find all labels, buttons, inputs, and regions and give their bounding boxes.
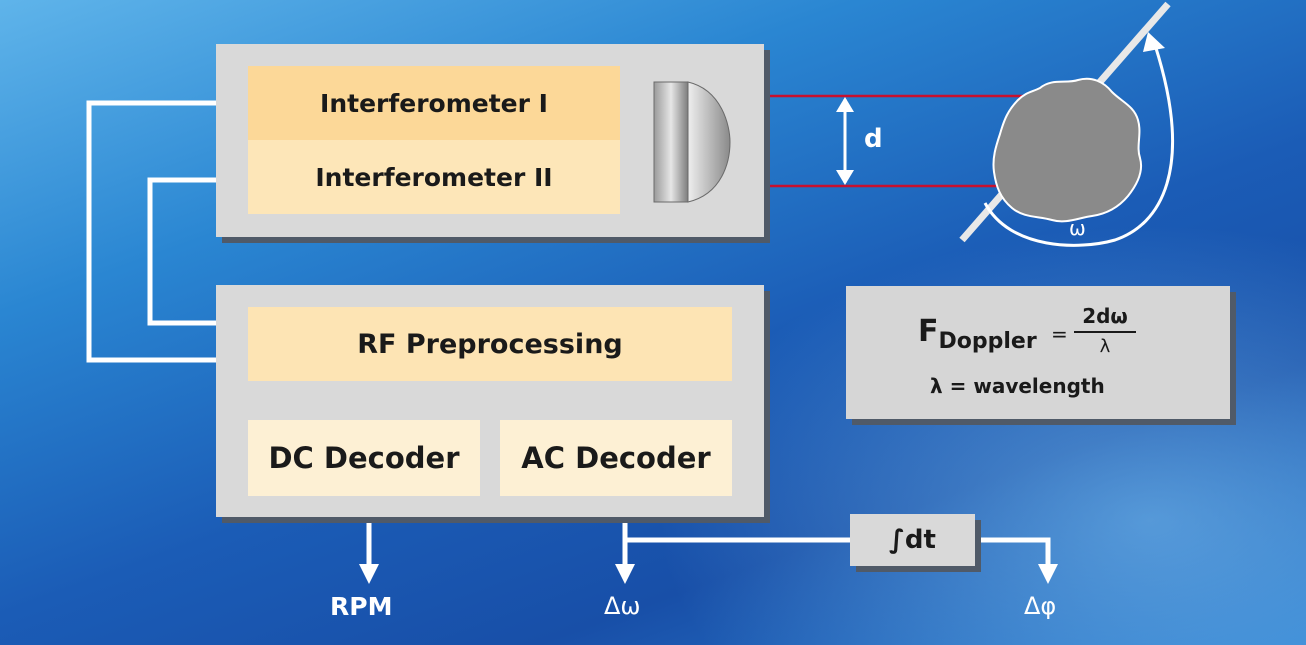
delta-omega-output-label: Δω [604, 592, 641, 620]
rpm-output-label: RPM [330, 592, 393, 621]
ac-decoder-block: AC Decoder [500, 420, 732, 496]
connector-integrator-to-delta-phi [975, 537, 1058, 584]
connector-interferometer-1-to-rf [86, 100, 248, 370]
ac-decoder-label: AC Decoder [521, 441, 711, 475]
formula-f-symbol: F [918, 314, 939, 349]
separation-label: d [864, 124, 883, 154]
rf-preprocessing-label: RF Preprocessing [357, 328, 623, 360]
rf-preprocessing-block: RF Preprocessing [248, 307, 732, 381]
interferometer-1-block: Interferometer I [248, 66, 620, 140]
formula-lhs: FDoppler [918, 314, 1037, 354]
rotating-target [992, 77, 1142, 223]
formula-numerator: 2dω [1082, 304, 1128, 328]
formula-fraction-bar [1074, 331, 1136, 333]
rotation-arc [983, 44, 1175, 247]
dc-decoder-label: DC Decoder [268, 441, 460, 475]
interferometer-1-label: Interferometer I [320, 88, 548, 118]
formula-definition: λ = wavelength [930, 374, 1105, 398]
formula-fraction: 2dω λ [1074, 304, 1136, 357]
rotation-arc-head [1143, 32, 1165, 52]
delta-phi-output-label: Δφ [1024, 592, 1057, 620]
interferometer-2-label: Interferometer II [315, 162, 553, 192]
formula-denominator: λ [1099, 336, 1111, 357]
interferometer-2-block: Interferometer II [248, 140, 620, 214]
separation-arrow-head-top [836, 97, 854, 112]
formula-equals: = [1051, 322, 1068, 346]
connector-interferometer-2-to-rf [147, 177, 248, 333]
optical-lens-icon [653, 81, 731, 203]
angular-velocity-label: ω [1069, 216, 1086, 240]
dc-decoder-block: DC Decoder [248, 420, 480, 496]
formula-subscript: Doppler [938, 329, 1037, 354]
integrator-label: ∫dt [889, 525, 936, 555]
integrator-block: ∫dt [850, 514, 975, 566]
separation-arrow-head-bottom [836, 170, 854, 185]
formula-panel: FDoppler = 2dω λ λ = wavelength [846, 286, 1230, 419]
